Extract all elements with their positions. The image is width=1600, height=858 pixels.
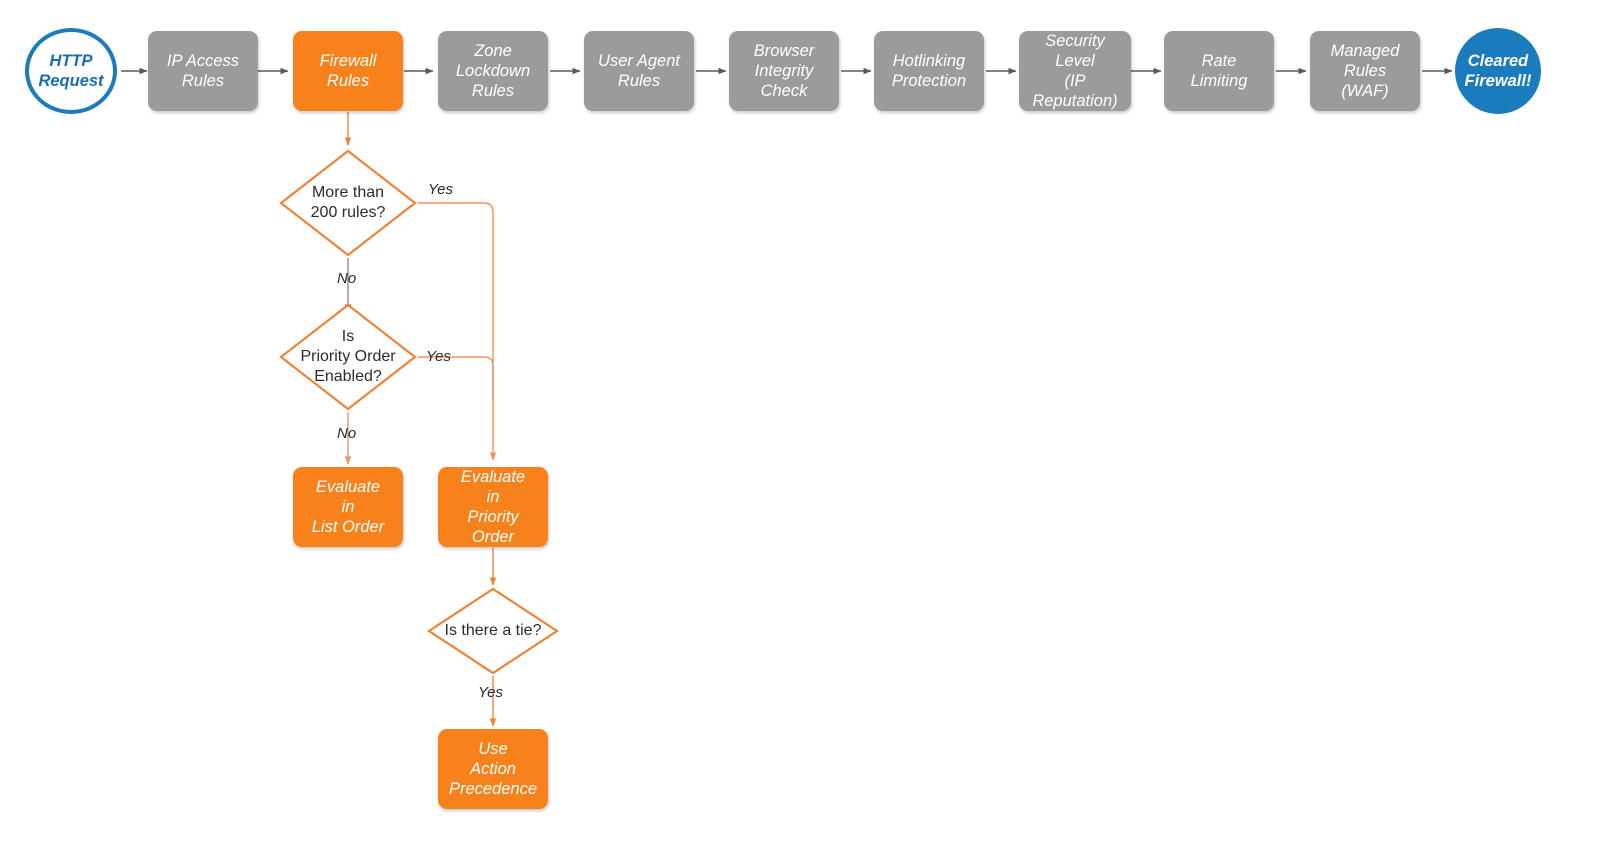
node-cleared-firewall[interactable]: Cleared Firewall! (1455, 28, 1541, 114)
node-evaluate-in-list-order[interactable]: Evaluate in List Order (293, 467, 403, 547)
node-label: IP Access Rules (166, 51, 240, 90)
node-label: Use Action Precedence (448, 739, 538, 799)
node-zone-lockdown-rules[interactable]: Zone Lockdown Rules (438, 31, 548, 111)
node-label: User Agent Rules (598, 51, 680, 90)
edge-label-yes-3: Yes (478, 684, 504, 701)
decision-label: Is there a tie? (444, 622, 542, 639)
decision-label: Is Priority Order Enabled? (300, 328, 396, 385)
node-managed-rules-waf[interactable]: Managed Rules (WAF) (1310, 31, 1420, 111)
diamond-shape (279, 149, 417, 257)
decision-is-priority-order-enabled[interactable]: Is Priority Order Enabled? (278, 302, 418, 412)
diamond-shape (279, 303, 417, 411)
node-http-request[interactable]: HTTP Request (25, 28, 117, 114)
node-label: Firewall Rules (319, 51, 377, 90)
node-evaluate-in-priority-order[interactable]: Evaluate in Priority Order (438, 467, 548, 547)
node-security-level[interactable]: Security Level (IP Reputation) (1019, 31, 1131, 111)
node-label: Evaluate in Priority Order (460, 467, 526, 547)
node-hotlinking-protection[interactable]: Hotlinking Protection (874, 31, 984, 111)
node-rate-limiting[interactable]: Rate Limiting (1164, 31, 1274, 111)
node-label: Browser Integrity Check (753, 41, 815, 101)
edge-label-yes-1: Yes (428, 181, 454, 198)
decision-more-than-200-rules[interactable]: More than 200 rules? (278, 148, 418, 258)
node-label: Managed Rules (WAF) (1330, 41, 1400, 101)
node-label: Zone Lockdown Rules (455, 41, 531, 101)
edge-label-yes-2: Yes (426, 348, 452, 365)
node-label: Cleared Firewall! (1464, 51, 1532, 90)
node-browser-integrity-check[interactable]: Browser Integrity Check (729, 31, 839, 111)
node-user-agent-rules[interactable]: User Agent Rules (584, 31, 694, 111)
edge-label-no-1: No (337, 270, 357, 287)
decision-is-there-a-tie[interactable]: Is there a tie? (426, 586, 560, 676)
node-label: Rate Limiting (1190, 51, 1248, 90)
node-label: Security Level (IP Reputation) (1032, 31, 1118, 111)
edge-label-no-2: No (337, 425, 357, 442)
node-label: Hotlinking Protection (891, 51, 967, 90)
diamond-shape (426, 587, 560, 675)
node-firewall-rules[interactable]: Firewall Rules (293, 31, 403, 111)
node-label: Evaluate in List Order (311, 477, 385, 537)
node-use-action-precedence[interactable]: Use Action Precedence (438, 729, 548, 809)
node-ip-access-rules[interactable]: IP Access Rules (148, 31, 258, 111)
decision-label: More than 200 rules? (310, 184, 386, 221)
node-label: HTTP Request (38, 51, 104, 90)
